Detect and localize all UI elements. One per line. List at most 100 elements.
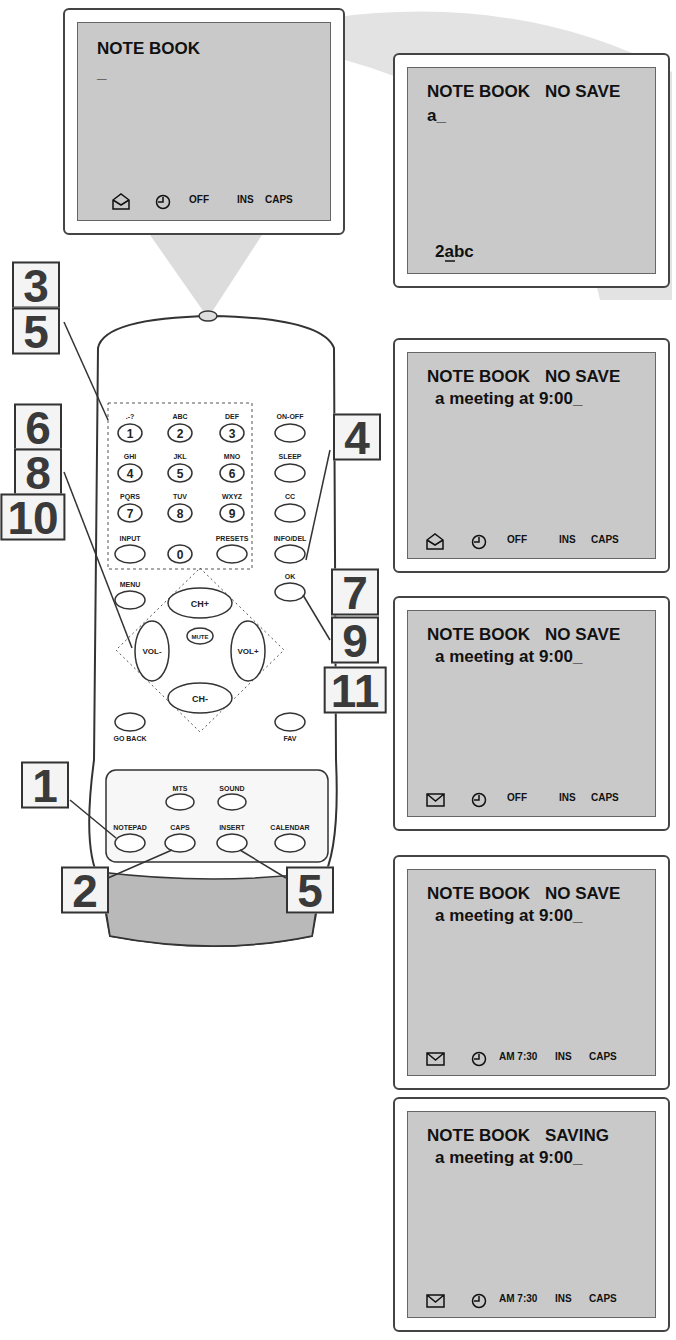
screen-text: a_ (427, 107, 446, 124)
screen-text: AM 7:30 (499, 1052, 537, 1062)
remote-button (115, 713, 145, 731)
button-label: FAV (283, 735, 296, 742)
lcd-screen: NOTE BOOKNO SAVEa meeting at 9:00_AM 7:3… (393, 855, 670, 1090)
screen-text: a meeting at 9:00_ (435, 907, 582, 924)
button-label: 7 (127, 508, 134, 520)
lcd-screen: NOTE BOOKSAVINGa meeting at 9:00_AM 7:30… (393, 1097, 670, 1332)
button-label: MENU (120, 581, 141, 588)
remote-button (168, 545, 192, 563)
remote-button (165, 834, 195, 852)
button-label: 4 (127, 468, 134, 480)
remote-button (115, 591, 145, 609)
button-label: VOL- (142, 648, 161, 656)
screen-text: INS (237, 195, 254, 205)
screen-text: NOTE BOOK (427, 885, 530, 902)
button-label: JKL (173, 453, 186, 460)
button-label: VOL+ (237, 648, 258, 656)
button-label: INSERT (219, 824, 245, 831)
screen-text: _ (97, 64, 106, 81)
clock-hands (474, 795, 479, 800)
screen-text: CAPS (589, 1294, 617, 1304)
display-beam (150, 235, 262, 318)
screen-text: NO SAVE (545, 368, 620, 385)
screen-text: INS (555, 1294, 572, 1304)
callout-number: 2 (61, 867, 109, 914)
button-label: GHI (124, 453, 136, 460)
envelope-icon (427, 794, 444, 806)
lcd-screen: NOTE BOOK_OFFINSCAPS (63, 8, 345, 235)
leader-line (70, 800, 116, 838)
callout-number: 4 (333, 414, 381, 461)
button-label: 0 (177, 549, 184, 561)
remote-body (89, 316, 337, 946)
screen-text: NOTE BOOK (427, 1127, 530, 1144)
remote-button (275, 834, 305, 852)
clock-icon (473, 1295, 486, 1308)
screen-text: OFF (507, 535, 527, 545)
remote-button (118, 504, 142, 522)
screen-text: INS (555, 1052, 572, 1062)
screen-text: OFF (189, 195, 209, 205)
button-label: 9 (229, 508, 236, 520)
screen-text: a meeting at 9:00_ (435, 390, 582, 407)
button-panel (106, 770, 328, 862)
clock-hands (474, 537, 479, 542)
button-label: INFO/DEL (274, 535, 307, 542)
callout-number: 9 (331, 617, 379, 664)
button-label: CC (285, 493, 295, 500)
button-label: GO BACK (113, 735, 146, 742)
button-label: CALENDAR (270, 824, 309, 831)
callout-number: 5 (286, 867, 334, 914)
button-label: CAPS (170, 824, 189, 831)
remote-button (275, 464, 305, 482)
lcd-screen: NOTE BOOK NO SAVE a_ 2abc (393, 53, 670, 288)
screen-text: CAPS (265, 195, 293, 205)
button-label: CH- (192, 695, 208, 704)
remote-button (218, 794, 246, 810)
button-label: INPUT (120, 535, 141, 542)
callout-number: 3 (12, 262, 60, 309)
remote-button (168, 424, 192, 442)
remote-button (220, 424, 244, 442)
screen-text: CAPS (589, 1052, 617, 1062)
remote-button (275, 504, 305, 522)
callout-number: 6 (14, 404, 62, 451)
button-label: TUV (173, 493, 187, 500)
leader-line (303, 595, 330, 640)
button-label: 2 (177, 428, 184, 440)
button-label: 8 (177, 508, 184, 520)
clock-hands (158, 197, 163, 202)
button-label: 6 (229, 468, 236, 480)
button-label: DEF (225, 413, 239, 420)
button-label: ON-OFF (277, 413, 304, 420)
remote-button (275, 713, 305, 731)
display-beam (330, 12, 672, 300)
remote-button (275, 583, 305, 601)
ir-emitter (199, 311, 217, 321)
button-label: .-? (126, 413, 135, 420)
screen-text: SAVING (545, 1127, 609, 1144)
lcd-screen: NOTE BOOKNO SAVEa meeting at 9:00_OFFINS… (393, 338, 670, 573)
leader-line (108, 850, 172, 878)
envelope-icon (427, 1053, 444, 1065)
screen-text: NOTE BOOK (427, 83, 530, 100)
screen-text: INS (559, 535, 576, 545)
clock-icon (473, 536, 486, 549)
button-label: PRESETS (216, 535, 249, 542)
button-label: MTS (173, 785, 188, 792)
remote-button (118, 464, 142, 482)
remote-button (168, 464, 192, 482)
screen-text: INS (559, 793, 576, 803)
clock-hands (474, 1054, 479, 1059)
screen-text: 2abc (435, 243, 474, 260)
button-label: MNO (224, 453, 240, 460)
screen-text: NO SAVE (545, 83, 620, 100)
button-label: MUTE (192, 634, 209, 640)
leader-line (306, 450, 330, 560)
remote-button (231, 621, 265, 681)
leader-line (240, 850, 286, 878)
remote-button (220, 464, 244, 482)
remote-button (168, 683, 232, 713)
button-label: OK (285, 573, 296, 580)
remote-button (168, 504, 192, 522)
